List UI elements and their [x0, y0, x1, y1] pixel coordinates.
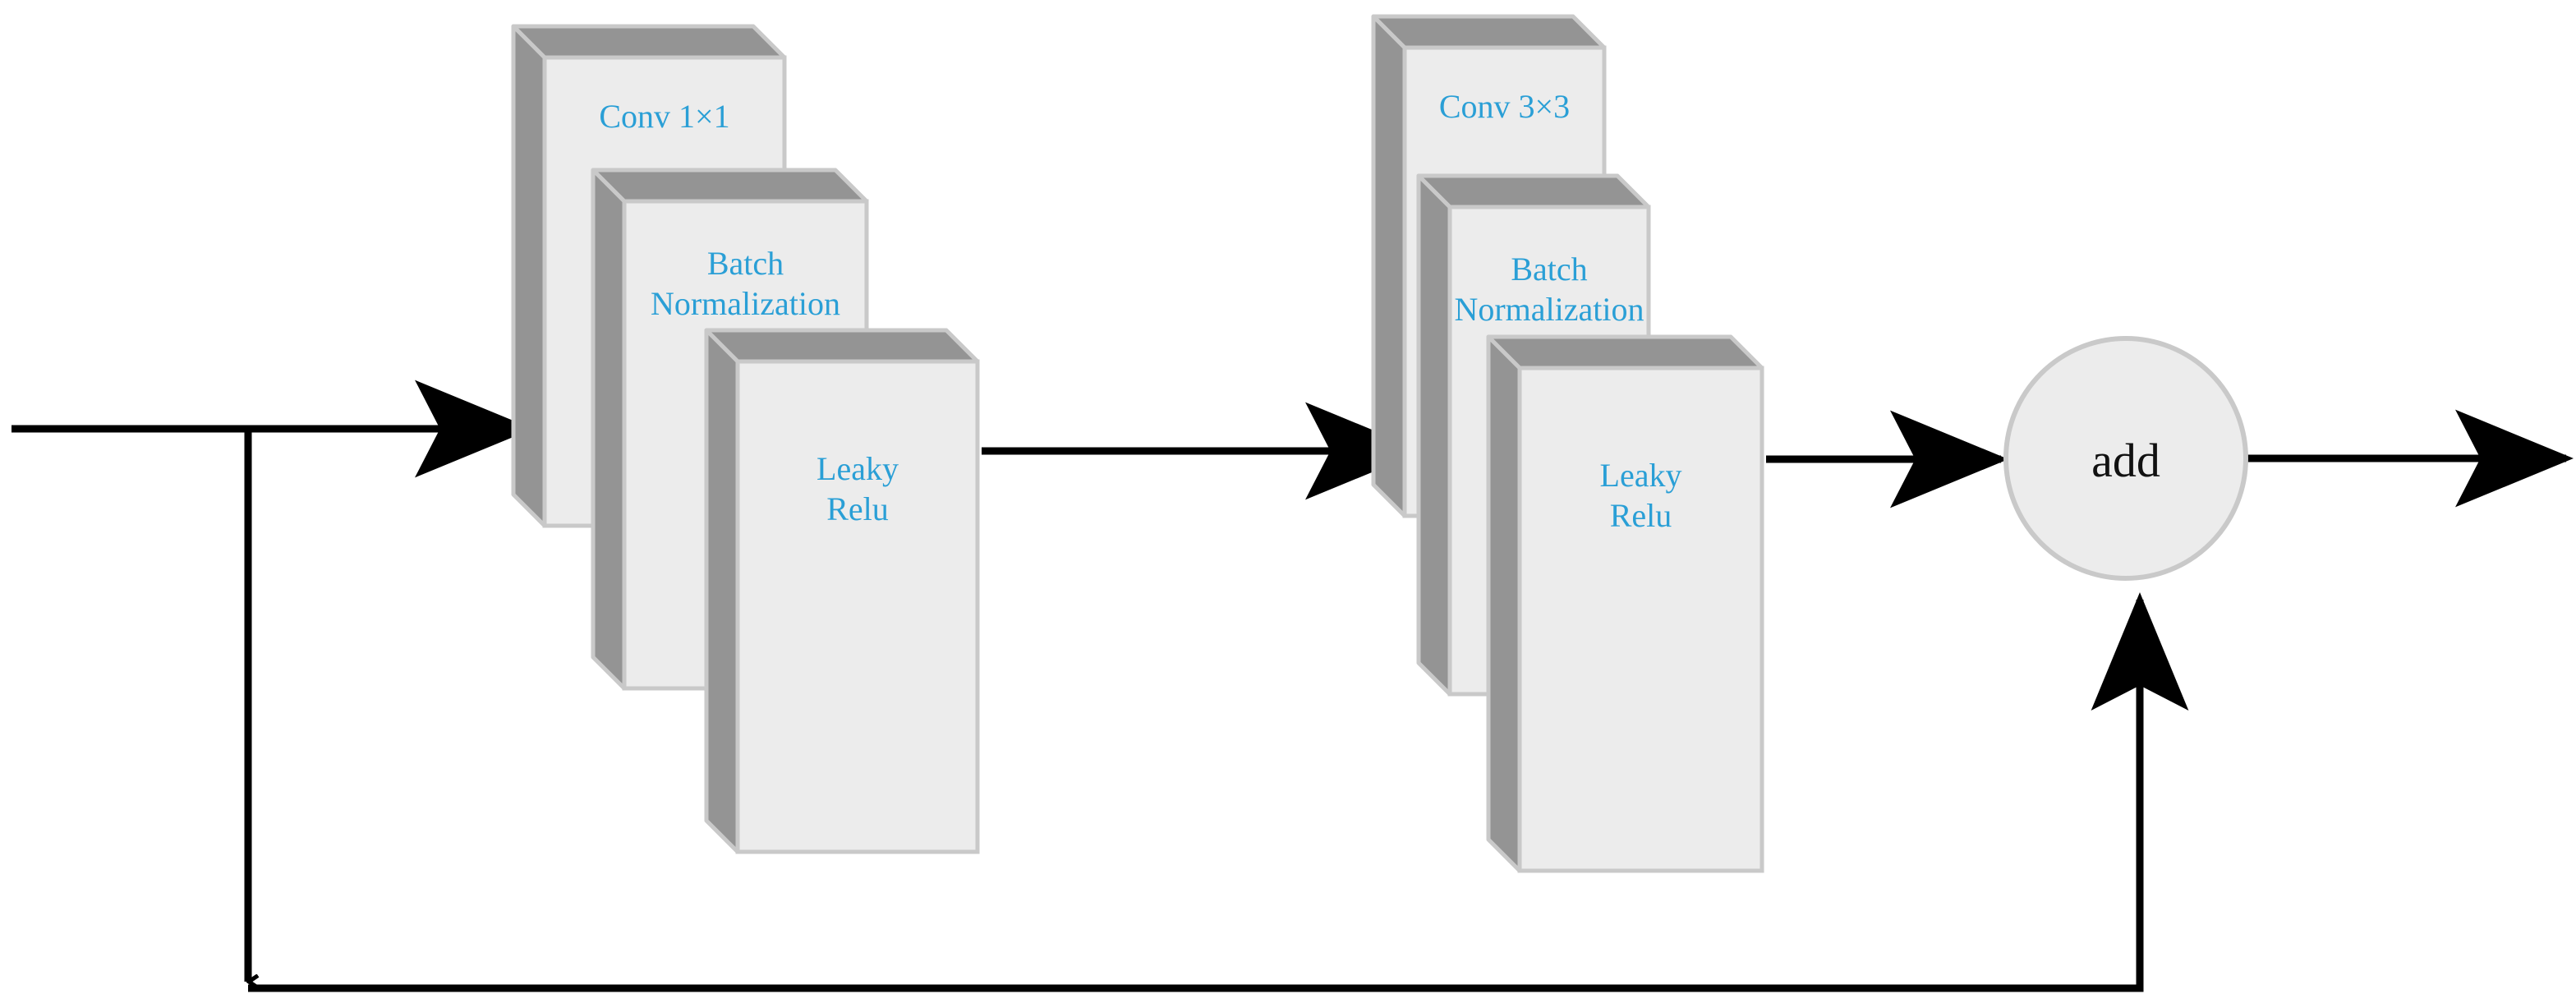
add-node-label: add	[2091, 434, 2160, 487]
block-leakyrelu1[interactable]	[704, 328, 980, 854]
add-node[interactable]	[2003, 336, 2248, 581]
block-leakyrelu2[interactable]	[1486, 334, 1764, 873]
skip-connection	[244, 429, 2189, 992]
